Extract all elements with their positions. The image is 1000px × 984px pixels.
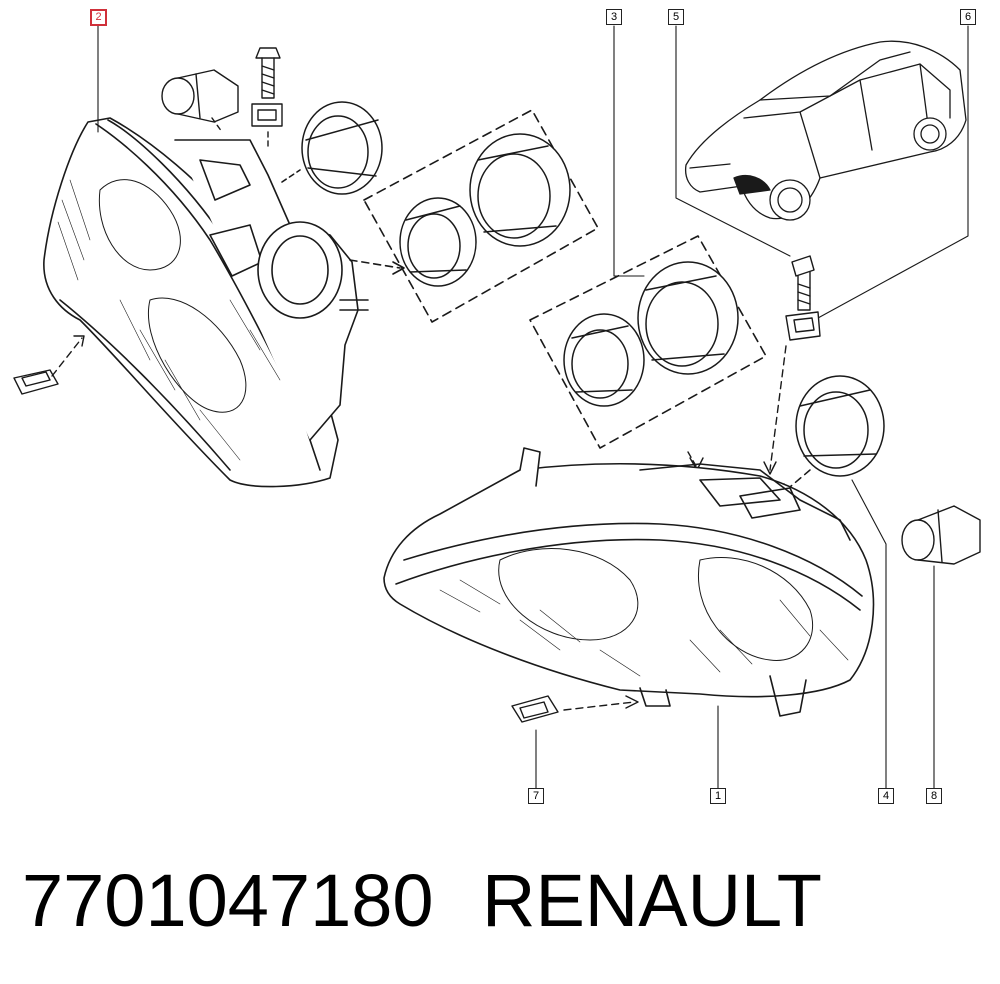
callout-7: 7 [528,788,544,804]
cap-kit-upper [363,109,599,323]
right-headlamp-assembly [383,447,875,717]
sealing-cap-right [779,375,885,495]
left-headlamp-assembly [43,117,405,488]
vehicle-location-view [684,40,967,221]
brand-name: RENAULT [482,859,822,942]
callout-8: 8 [926,788,942,804]
callout-2: 2 [90,9,107,26]
cap-kit-lower [529,235,767,471]
callout-5: 5 [668,9,684,25]
left-lens-hatching [57,179,281,461]
right-lens-hatching [439,579,849,677]
screw-and-clip-top [251,47,283,151]
sealing-cap-top [301,101,383,195]
bulb-holder-right [901,505,981,565]
callout-6: 6 [960,9,976,25]
bulb-holder-top [161,69,239,133]
part-number: 7701047180 [22,859,434,942]
right-fixing-clip [511,695,639,723]
callout-3: 3 [606,9,622,25]
left-fixing-clip [13,335,85,395]
callout-4: 4 [878,788,894,804]
callout-1: 1 [710,788,726,804]
callout-leaders [97,25,969,789]
screw-and-clip-right [763,255,821,475]
